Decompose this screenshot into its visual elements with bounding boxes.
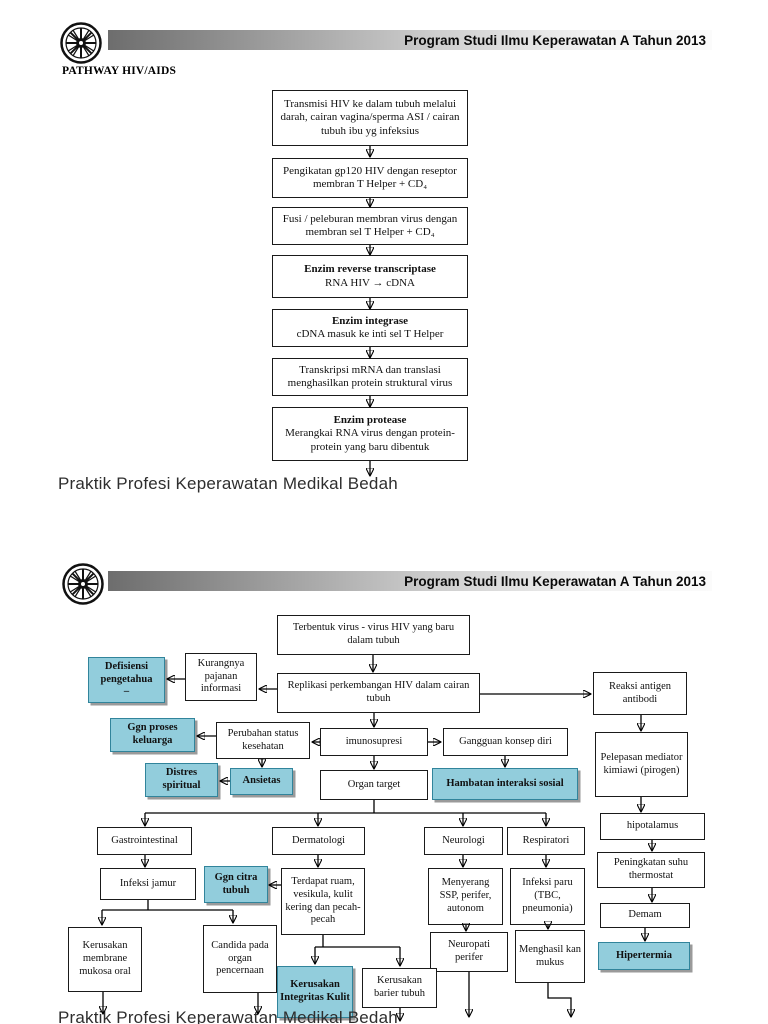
node-label: Perubahan status kesehatan <box>227 727 299 752</box>
node-infeksi-jamur: Infeksi jamur <box>100 868 196 900</box>
node-label: Organ target <box>347 778 401 790</box>
node-peningkatan-suhu: Peningkatan suhu thermostat <box>597 852 705 888</box>
node-perubahan-status: Perubahan status kesehatan <box>216 722 310 759</box>
node-label: Distres spiritual <box>162 767 201 791</box>
flow-box-body: Transmisi HIV ke dalam tubuh melalui dar… <box>280 97 460 137</box>
node-organ-target: Organ target <box>320 770 428 800</box>
node-hipotalamus: hipotalamus <box>600 813 705 840</box>
university-seal-logo <box>60 22 102 64</box>
node-demam: Demam <box>600 903 690 928</box>
node-label: Kerusakan membrane mukosa oral <box>79 940 131 977</box>
flow-box-title: Enzim integrase <box>331 314 409 327</box>
node-hambatan-interaksi: Hambatan interaksi sosial <box>432 768 578 800</box>
node-ggn-proses-keluarga: Ggn proses keluarga <box>110 718 195 752</box>
node-kerusakan-integritas-kulit: Kerusakan Integritas Kulit <box>277 966 353 1018</box>
node-neuropati-perifer: Neuropati perifer <box>430 932 508 972</box>
flow-box-body: Fusi / peleburan membran virus dengan me… <box>282 212 458 238</box>
flow-box-body: RNA HIV → cDNA <box>325 276 415 289</box>
node-respiratori: Respiratori <box>507 827 585 855</box>
node-terdapat-ruam: Terdapat ruam, vesikula, kulit kering da… <box>281 868 365 935</box>
node-label: Respiratori <box>522 834 570 846</box>
node-infeksi-paru: Infeksi paru (TBC, pneumonia) <box>510 868 585 925</box>
node-label: Candida pada organ pencernaan <box>211 939 269 977</box>
node-label: Infeksi paru (TBC, pneumonia) <box>522 877 573 914</box>
node-label: Kerusakan barier tubuh <box>373 975 426 999</box>
node-label: Kurangnya pajanan informasi <box>197 657 245 695</box>
node-label: Hipertermia <box>616 949 672 961</box>
header-bar: Program Studi Ilmu Keperawatan A Tahun 2… <box>108 30 712 50</box>
node-gangguan-konsep-diri: Gangguan konsep diri <box>443 728 568 756</box>
node-label: Menyerang SSP, perifer, autonom <box>439 877 492 914</box>
node-reaksi-antigen: Reaksi antigen antibodi <box>593 672 687 715</box>
node-label: Menghasil kan mukus <box>518 943 582 968</box>
page-title: PATHWAY HIV/AIDS <box>62 65 177 77</box>
node-menyerang-ssp: Menyerang SSP, perifer, autonom <box>428 868 503 925</box>
node-ansietas: Ansietas <box>230 768 293 795</box>
node-label: Replikasi perkembangan HIV dalam cairan … <box>287 680 470 704</box>
slide2-caption: Praktik Profesi Keperawatan Medikal Beda… <box>58 1008 398 1024</box>
node-candida: Candida pada organ pencernaan <box>203 925 277 993</box>
node-label: Peningkatan suhu thermostat <box>613 857 689 881</box>
node-ggn-citra-tubuh: Ggn citra tubuh <box>204 866 268 903</box>
node-kerusakan-barier: Kerusakan barier tubuh <box>362 968 437 1008</box>
node-dermatologi: Dermatologi <box>272 827 365 855</box>
flow-box-body: Merangkai RNA virus dengan protein-prote… <box>285 427 455 453</box>
node-label: Ggn proses keluarga <box>127 722 178 746</box>
node-imunosupresi: imunosupresi <box>320 728 428 756</box>
node-label: Dermatologi <box>291 834 346 846</box>
node-label: Infeksi jamur <box>119 877 177 889</box>
node-replikasi: Replikasi perkembangan HIV dalam cairan … <box>277 673 480 713</box>
flow-box-protease: Enzim protease Merangkai RNA virus denga… <box>272 407 468 461</box>
node-label: Demam <box>628 909 662 921</box>
node-kurangnya-pajanan: Kurangnya pajanan informasi <box>185 653 257 701</box>
flow-box-reverse-transcriptase: Enzim reverse transcriptase RNA HIV → cD… <box>272 255 468 298</box>
node-label: Neuropati perifer <box>448 939 490 963</box>
node-terbentuk-virus: Terbentuk virus - virus HIV yang baru da… <box>277 615 470 655</box>
flow-box-title: Enzim protease <box>333 413 407 426</box>
flow-box-pengikatan: Pengikatan gp120 HIV dengan reseptor mem… <box>272 158 468 198</box>
node-defisiensi-pengetahuan: Defisiensi pengetahua – <box>88 657 165 703</box>
node-label: Hambatan interaksi sosial <box>446 777 564 789</box>
node-label: Neurologi <box>442 834 485 846</box>
node-label: imunosupresi <box>345 735 403 747</box>
node-label: Pelepasan mediator kimiawi (pirogen) <box>600 751 683 776</box>
flow-box-integrase: Enzim integrase cDNA masuk ke inti sel T… <box>272 309 468 347</box>
flow-box-fusi: Fusi / peleburan membran virus dengan me… <box>272 207 468 245</box>
node-label: Gangguan konsep diri <box>459 735 552 747</box>
header-title: Program Studi Ilmu Keperawatan A Tahun 2… <box>404 573 706 589</box>
node-label: Defisiensi pengetahua <box>100 660 153 685</box>
slide1-caption: Praktik Profesi Keperawatan Medikal Beda… <box>58 474 398 493</box>
node-pelepasan-mediator: Pelepasan mediator kimiawi (pirogen) <box>595 732 688 797</box>
node-label-sub: – <box>123 686 130 698</box>
node-label: Reaksi antigen antibodi <box>608 680 672 705</box>
university-seal-logo <box>62 563 104 605</box>
flow-box-body: Transkripsi mRNA dan translasi menghasil… <box>287 363 453 389</box>
node-label: Gastrointestinal <box>111 834 178 846</box>
node-menghasilkan-mukus: Menghasil kan mukus <box>515 930 585 983</box>
node-hipertermia: Hipertermia <box>598 942 690 970</box>
flow-box-body: Pengikatan gp120 HIV dengan reseptor mem… <box>283 164 457 190</box>
node-label: Ansietas <box>242 775 281 787</box>
node-kerusakan-membrane: Kerusakan membrane mukosa oral <box>68 927 142 992</box>
header-title: Program Studi Ilmu Keperawatan A Tahun 2… <box>404 32 706 48</box>
node-neurologi: Neurologi <box>424 827 503 855</box>
node-gastrointestinal: Gastrointestinal <box>97 827 192 855</box>
flow-box-title: Enzim reverse transcriptase <box>304 263 436 276</box>
header-bar: Program Studi Ilmu Keperawatan A Tahun 2… <box>108 571 712 591</box>
flow-box-transkripsi: Transkripsi mRNA dan translasi menghasil… <box>272 358 468 396</box>
node-label: Ggn citra tubuh <box>214 871 258 896</box>
node-distres-spiritual: Distres spiritual <box>145 763 218 797</box>
flow-box-transmisi: Transmisi HIV ke dalam tubuh melalui dar… <box>272 90 468 146</box>
node-label: Kerusakan Integritas Kulit <box>280 979 350 1003</box>
node-label: Terbentuk virus - virus HIV yang baru da… <box>292 622 455 646</box>
flow-box-body: cDNA masuk ke inti sel T Helper <box>296 328 444 340</box>
node-label: hipotalamus <box>626 820 679 832</box>
node-label: Terdapat ruam, vesikula, kulit kering da… <box>285 875 361 926</box>
